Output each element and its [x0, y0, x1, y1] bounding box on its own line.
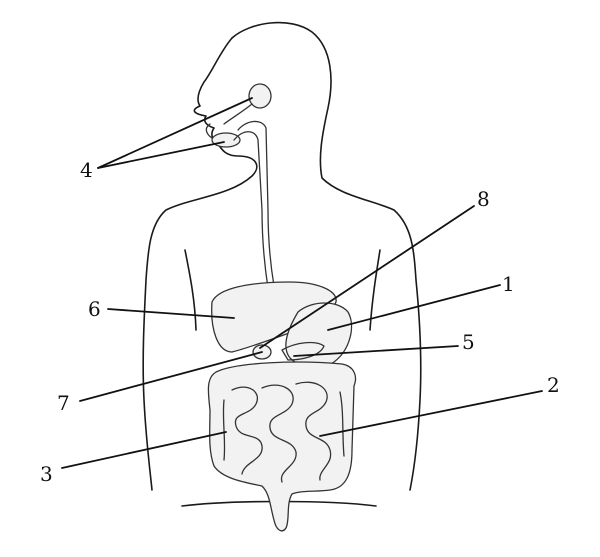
- leader-line-2: [319, 390, 543, 437]
- salivary-glands: [205, 83, 272, 148]
- leader-lines: [61, 97, 543, 469]
- large-intestine: [207, 361, 357, 532]
- leader-line-7: [79, 351, 263, 402]
- leader-line-4a: [97, 97, 253, 169]
- label-3: 3: [40, 462, 53, 486]
- number-labels: 1 2 3 4 5 6 7 8: [40, 158, 560, 486]
- leader-line-4b: [97, 141, 225, 169]
- small-intestine: [222, 381, 345, 483]
- leader-line-6: [107, 308, 235, 319]
- pancreas: [281, 341, 325, 361]
- label-1: 1: [502, 272, 515, 296]
- label-4: 4: [80, 158, 93, 182]
- label-5: 5: [462, 330, 475, 354]
- esophagus: [233, 120, 275, 289]
- label-8: 8: [477, 187, 490, 211]
- label-7: 7: [57, 391, 70, 415]
- leader-line-1: [327, 284, 501, 331]
- leader-line-8: [259, 205, 475, 349]
- label-2: 2: [547, 373, 560, 397]
- leader-line-3: [61, 431, 227, 469]
- leader-line-5: [293, 345, 459, 357]
- label-6: 6: [88, 297, 101, 321]
